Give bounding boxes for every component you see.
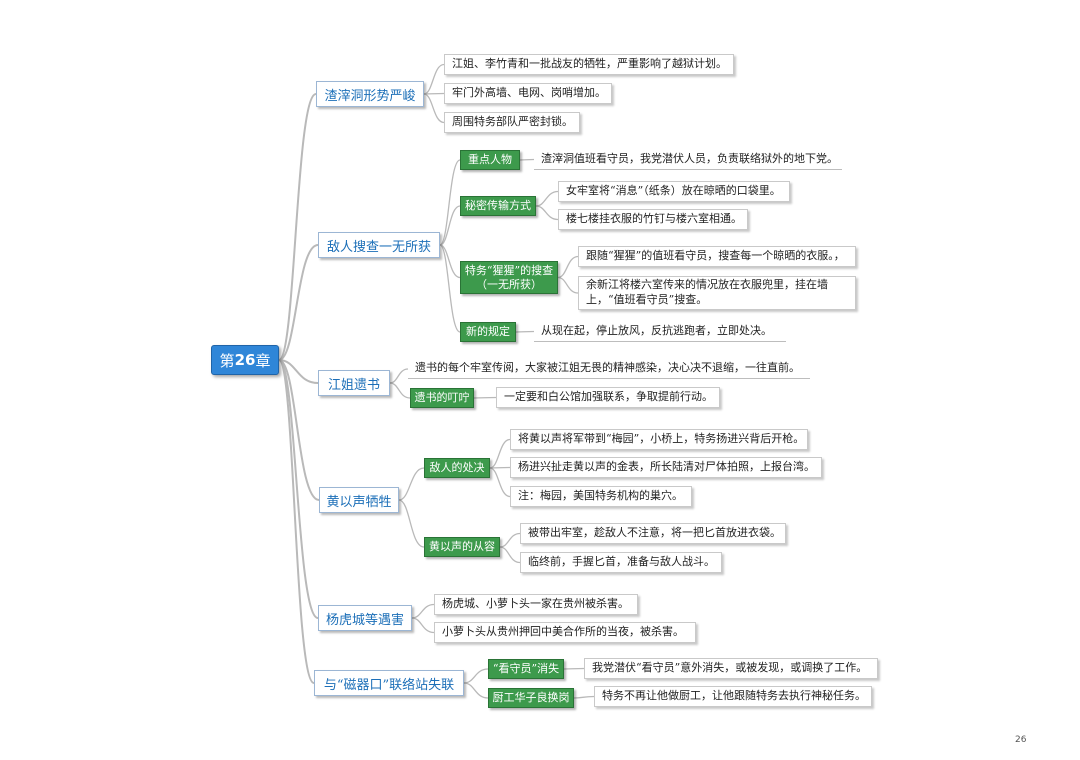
connector-branch-huang-sacrifice-to-sub-execution [398, 467, 425, 501]
branch-yang-killed[interactable]: 杨虎城等遇害 [318, 605, 412, 631]
branch-huang-sacrifice[interactable]: 黄以声牺牲 [319, 487, 399, 513]
connector-branch-last-letter-to-leaf-letter [389, 368, 409, 384]
leaf-b1-1: 江姐、李竹青和一批战友的牺牲，严重影响了越狱计划。 [444, 54, 734, 75]
connector-branch-search-to-sub-secret-transfer [439, 205, 461, 246]
leaf-gorilla-2-line2: 上，“值班看守员”搜查。 [586, 293, 708, 306]
leaf-b1-2: 牢门外高墙、电网、岗哨增加。 [444, 83, 612, 104]
chapter-prefix: 第 [219, 351, 235, 370]
connector-branch-search-to-sub-new-rule [439, 244, 461, 333]
leaf-letter: 遗书的每个牢室传阅，大家被江姐无畏的精神感染，决心决不退缩，一往直前。 [408, 359, 810, 379]
leaf-transfer-1: 女牢室将“消息”（纸条）放在晾晒的口袋里。 [558, 181, 790, 202]
branch-search[interactable]: 敌人搜查一无所获 [318, 232, 440, 258]
sub-composure[interactable]: 黄以声的从容 [424, 537, 500, 557]
branch-last-letter[interactable]: 江姐遗书 [318, 370, 390, 396]
leaf-cook-reassigned: 特务不再让他做厨工，让他跟随特务去执行神秘任务。 [594, 686, 872, 707]
connector-root-node-chapter-to-branch-situation [278, 93, 317, 361]
leaf-yang-2: 小萝卜头从贵州押回中美合作所的当夜，被杀害。 [434, 622, 696, 643]
sub-new-rule[interactable]: 新的规定 [460, 322, 516, 342]
connector-branch-last-letter-to-sub-letter-instruction [389, 382, 411, 399]
leaf-key-person: 渣滓洞值班看守员，我党潜伏人员，负责联络狱外的地下党。 [534, 149, 842, 170]
connector-branch-situation-to-leaf-b1-1 [423, 63, 445, 95]
leaf-letter-instruction: 一定要和白公馆加强联系，争取提前行动。 [496, 387, 720, 408]
connector-branch-search-to-sub-key-person [439, 159, 461, 246]
connector-branch-lost-contact-to-sub-cook-reassigned [463, 682, 489, 699]
connector-sub-guard-vanished-to-leaf-guard-vanished [563, 667, 585, 670]
chapter-number: 26 [234, 351, 256, 369]
connector-sub-execution-to-leaf-execution-1 [489, 438, 511, 469]
leaf-b1-3: 周围特务部队严密封锁。 [444, 112, 580, 133]
page-number: 26 [1015, 735, 1027, 745]
leaf-composure-2: 临终前，手握匕首，准备与敌人战斗。 [520, 552, 722, 573]
connector-sub-gorilla-search-to-leaf-gorilla-2 [557, 276, 579, 294]
connector-sub-letter-instruction-to-leaf-letter-instruction [473, 396, 497, 399]
leaf-transfer-2: 楼七楼挂衣服的竹钉与楼六室相通。 [558, 209, 748, 230]
leaf-new-rule: 从现在起，停止放风，反抗逃跑者，立即处决。 [534, 321, 786, 342]
connector-sub-secret-transfer-to-leaf-transfer-1 [535, 190, 559, 207]
connector-sub-execution-to-leaf-execution-2 [489, 466, 511, 469]
connector-branch-lost-contact-to-sub-guard-vanished [463, 668, 489, 684]
sub-cook-reassigned[interactable]: 厨工华子良换岗 [488, 688, 574, 708]
connector-branch-huang-sacrifice-to-sub-composure [398, 499, 425, 548]
connector-branch-situation-to-leaf-b1-2 [423, 92, 445, 95]
sub-key-person[interactable]: 重点人物 [460, 150, 520, 170]
leaf-execution-2: 杨进兴扯走黄以声的金表，所长陆清对尸体拍照，上报台湾。 [510, 457, 822, 478]
leaf-guard-vanished: 我党潜伏“看守员”意外消失，或被发现，或调换了工作。 [584, 658, 878, 679]
connector-sub-key-person-to-leaf-key-person [519, 158, 535, 161]
connector-root-node-chapter-to-branch-search [278, 244, 319, 361]
leaf-yang-1: 杨虎城、小萝卜头一家在贵州被杀害。 [434, 594, 638, 615]
connector-sub-composure-to-leaf-composure-2 [499, 546, 521, 564]
leaf-execution-3: 注：梅园，美国特务机构的巢穴。 [510, 486, 692, 507]
connector-root-node-chapter-to-branch-huang-sacrifice [278, 359, 320, 501]
connector-branch-yang-killed-to-leaf-yang-2 [411, 617, 435, 634]
sub-secret-transfer[interactable]: 秘密传输方式 [460, 196, 536, 216]
sub-execution[interactable]: 敌人的处决 [424, 458, 490, 478]
connector-sub-cook-reassigned-to-leaf-cook-reassigned [573, 695, 595, 699]
connector-sub-secret-transfer-to-leaf-transfer-2 [535, 205, 559, 221]
sub-guard-vanished[interactable]: “看守员”消失 [488, 659, 564, 679]
connector-root-node-chapter-to-branch-lost-contact [278, 359, 315, 684]
leaf-gorilla-1: 跟随“猩猩”的值班看守员，搜查每一个晾晒的衣服。， [578, 246, 856, 267]
leaf-composure-1: 被带出牢室，趁敌人不注意，将一把匕首放进衣袋。 [520, 523, 786, 544]
connector-sub-gorilla-search-to-leaf-gorilla-1 [557, 255, 579, 279]
connector-root-node-chapter-to-branch-last-letter [278, 359, 319, 384]
leaf-execution-1: 将黄以声将军带到“梅园”，小桥上，特务扬进兴背后开枪。 [510, 429, 808, 450]
connector-branch-search-to-sub-gorilla-search [439, 244, 461, 279]
branch-situation[interactable]: 渣滓洞形势严峻 [316, 81, 424, 107]
branch-lost-contact[interactable]: 与“磁器口”联络站失联 [314, 670, 464, 696]
sub-letter-instruction[interactable]: 遗书的叮咛 [410, 388, 474, 408]
connector-branch-yang-killed-to-leaf-yang-1 [411, 603, 435, 619]
chapter-suffix: 章 [255, 351, 271, 370]
connector-sub-execution-to-leaf-execution-3 [489, 467, 511, 498]
connector-root-node-chapter-to-branch-yang-killed [278, 359, 319, 619]
sub-gorilla-line1: 特务“猩猩”的搜查 [464, 263, 554, 277]
leaf-gorilla-2: 余新江将楼六室传来的情况放在衣服兜里，挂在墙 上，“值班看守员”搜查。 [578, 276, 856, 310]
leaf-gorilla-2-line1: 余新江将楼六室传来的情况放在衣服兜里，挂在墙 [586, 278, 828, 292]
connector-sub-new-rule-to-leaf-new-rule [515, 330, 535, 333]
sub-gorilla-line2: （一无所获） [476, 277, 542, 291]
connector-branch-situation-to-leaf-b1-3 [423, 93, 445, 124]
connector-sub-composure-to-leaf-composure-1 [499, 532, 521, 548]
sub-gorilla-search[interactable]: 特务“猩猩”的搜查 （一无所获） [460, 261, 558, 294]
